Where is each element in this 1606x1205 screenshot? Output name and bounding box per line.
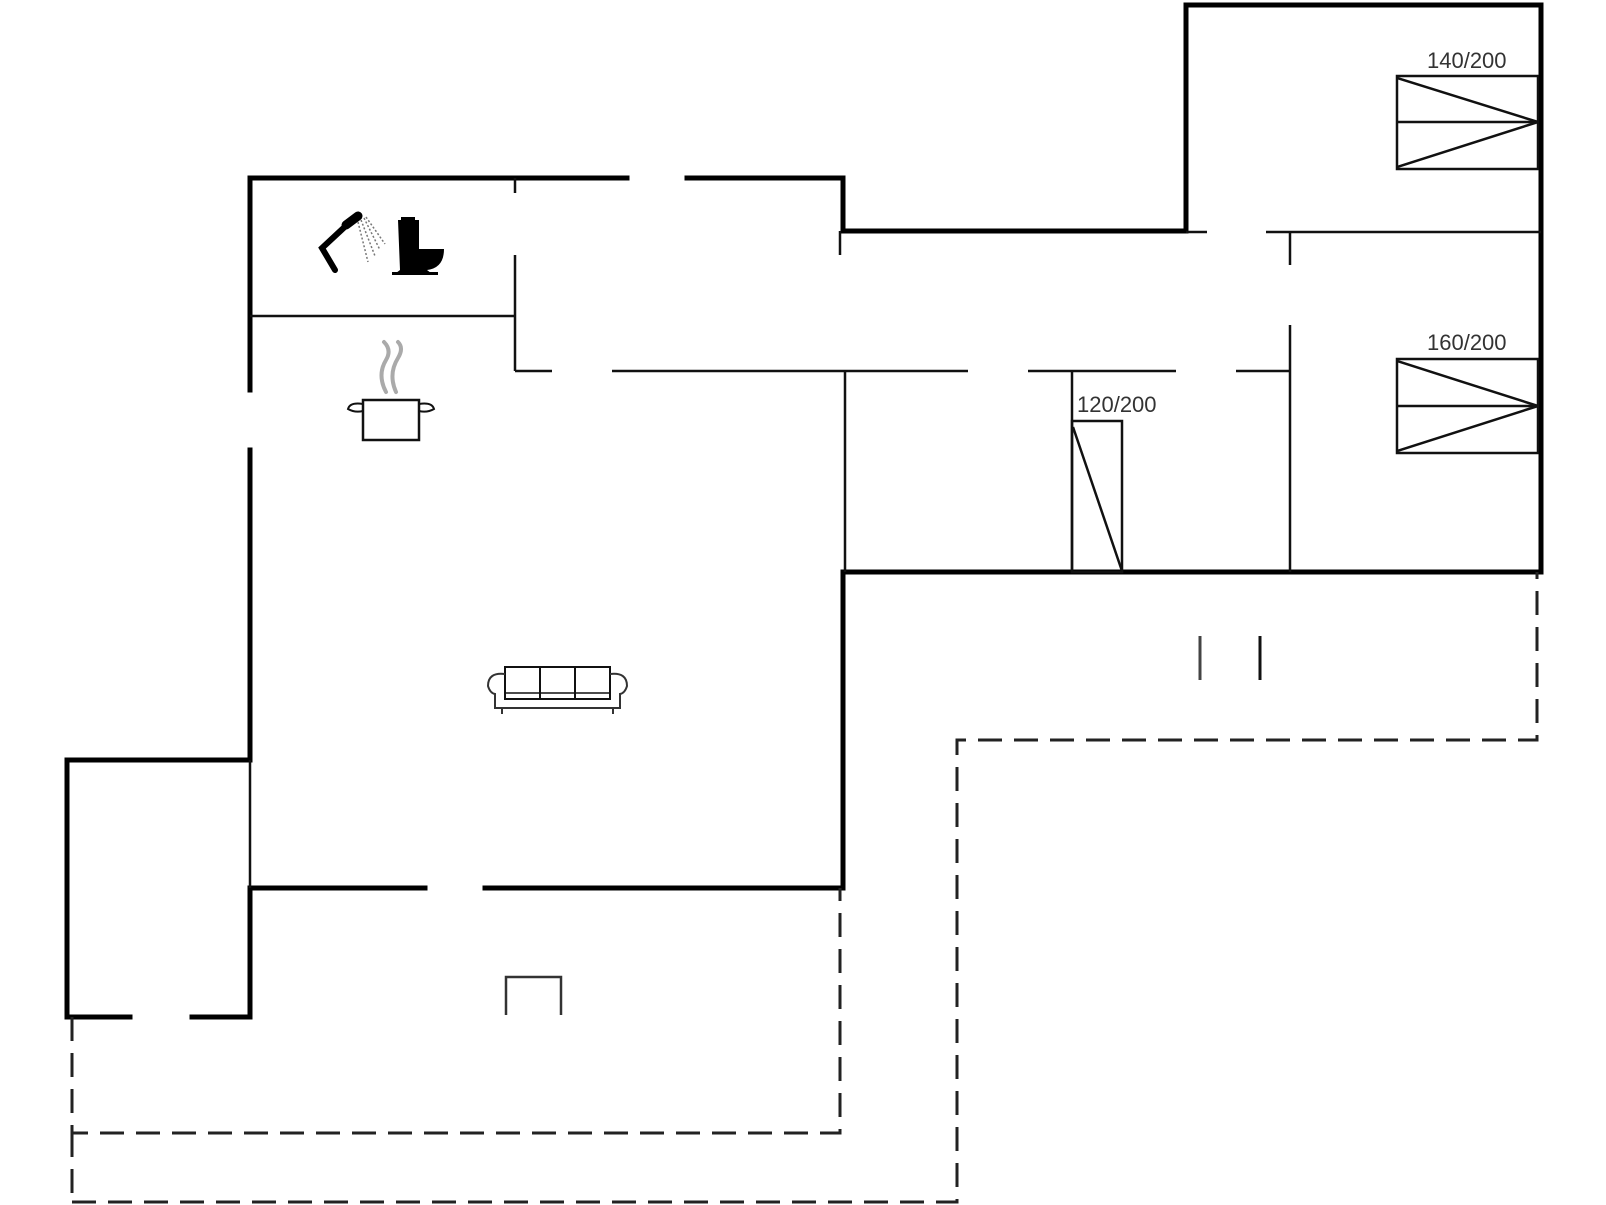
exterior-walls: [64, 2, 1544, 1020]
cooking-pot-icon: [346, 340, 436, 442]
bed-size-label: 160/200: [1427, 330, 1507, 355]
interior-walls: [248, 178, 1541, 888]
toilet-icon: [392, 217, 444, 275]
bed-120-200: 120/200: [1070, 392, 1157, 574]
bed-size-label: 140/200: [1427, 48, 1507, 73]
step-marks: [1198, 636, 1262, 680]
shower-icon: [318, 211, 386, 273]
terrace-outlines: [70, 572, 1539, 1205]
sofa-icon: [486, 666, 629, 714]
bed-size-label: 120/200: [1077, 392, 1157, 417]
fireplace-icon: [504, 975, 563, 1015]
bed-140-200: 140/200: [1395, 48, 1540, 171]
bed-160-200: 160/200: [1395, 330, 1540, 455]
